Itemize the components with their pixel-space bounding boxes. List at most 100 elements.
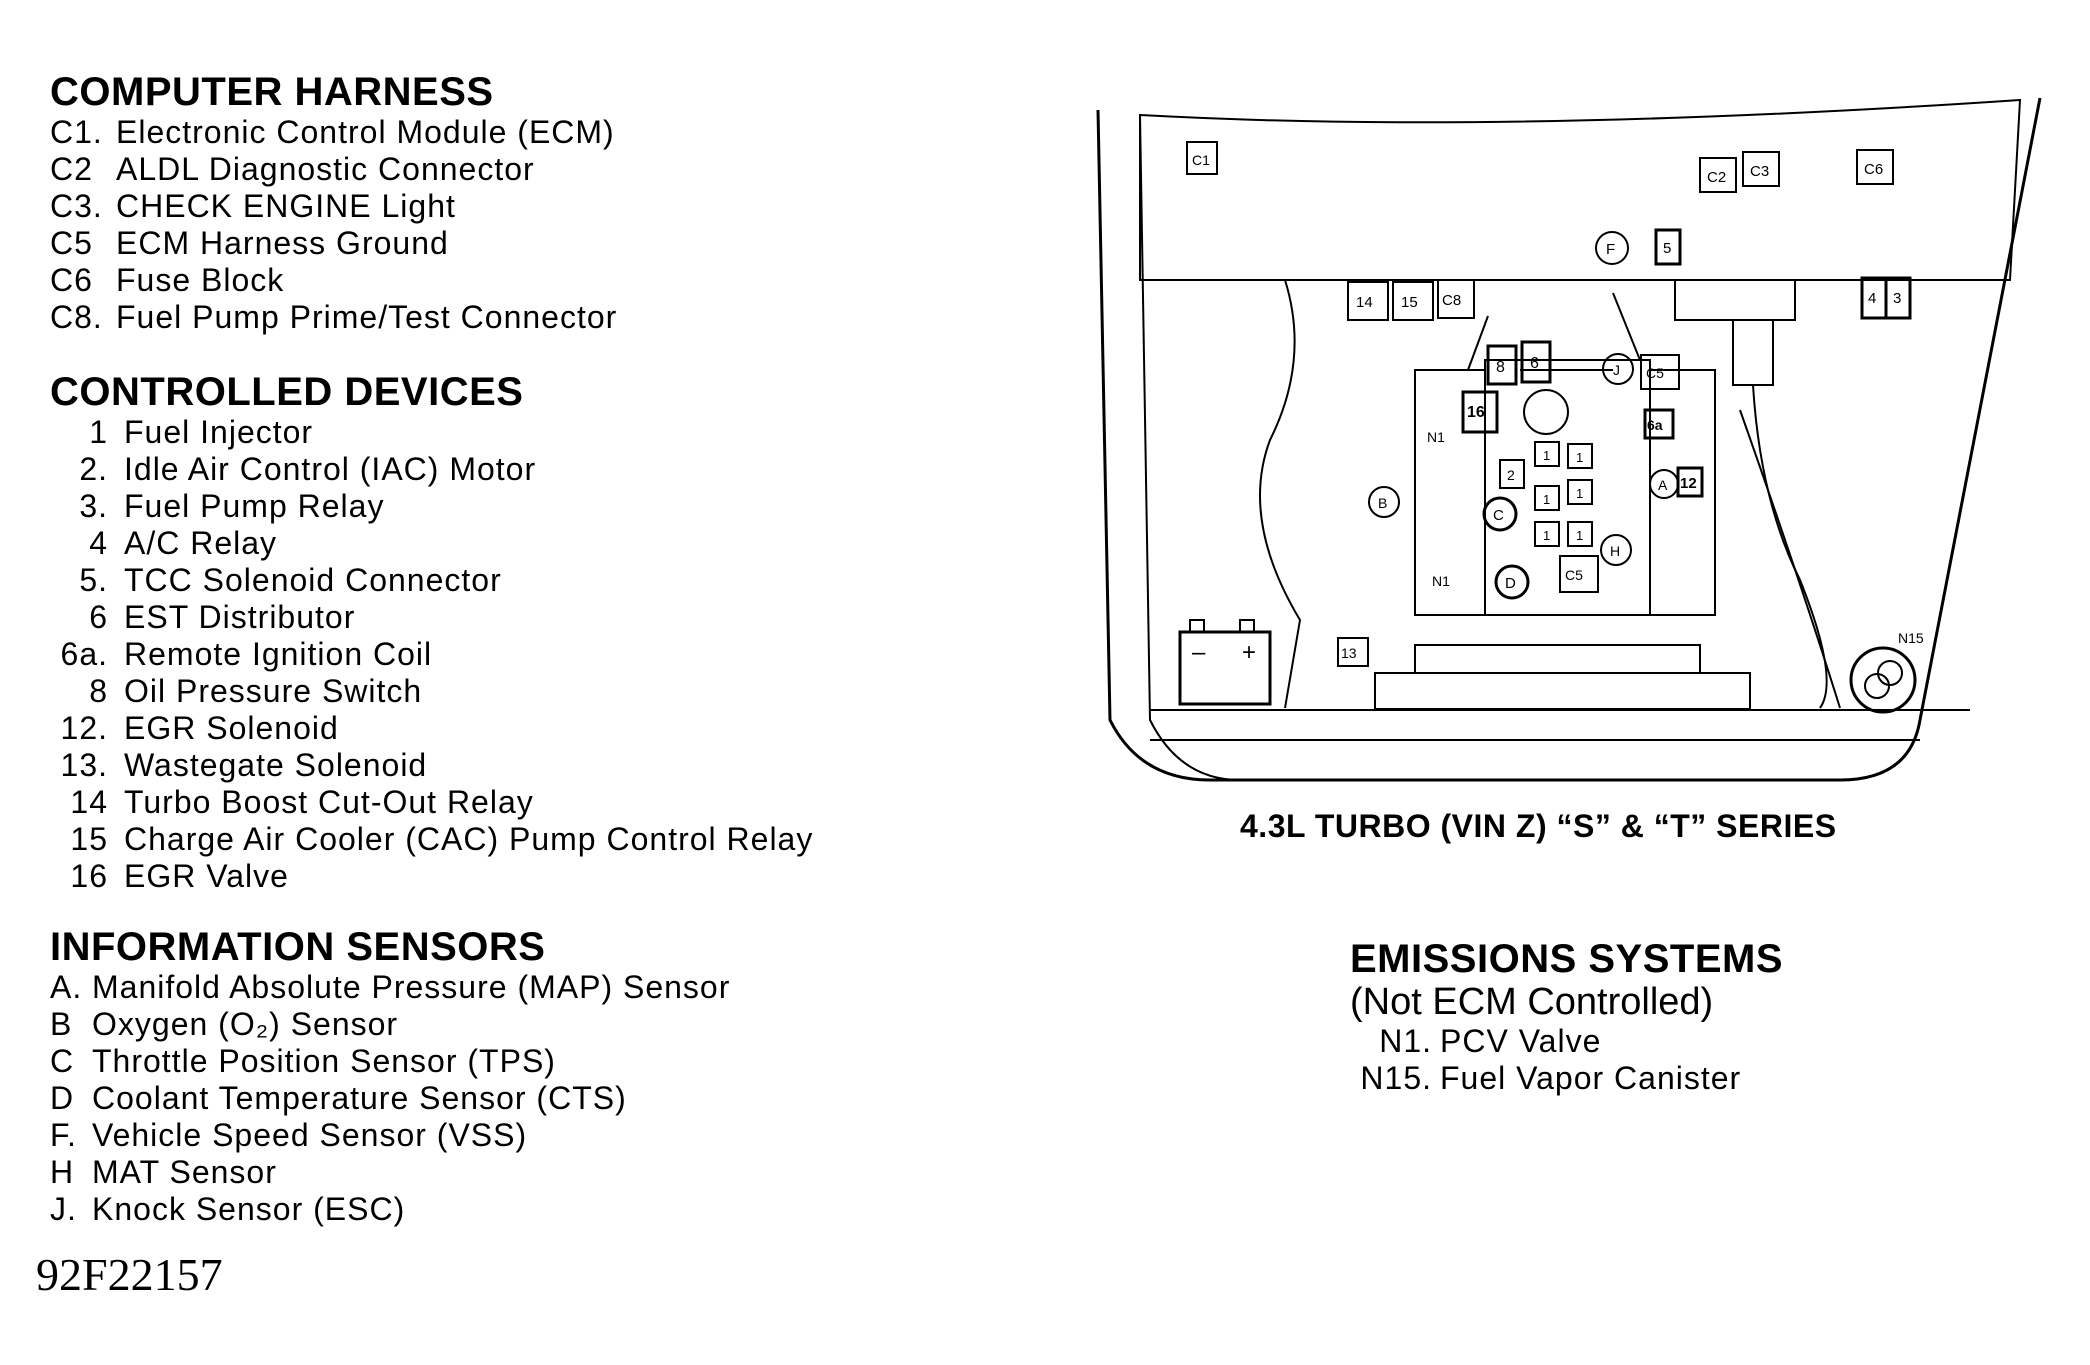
legend-label: PCV Valve — [1440, 1023, 1602, 1059]
legend-label: Electronic Control Module (ECM) — [116, 114, 615, 150]
legend-label: Oil Pressure Switch — [124, 673, 423, 709]
vapor-canister-inner — [1877, 660, 1903, 686]
legend-label: ECM Harness Ground — [116, 225, 449, 261]
legend-item: 5. TCC Solenoid Connector — [50, 562, 813, 599]
legend-item: N1.PCV Valve — [1350, 1023, 1783, 1060]
legend-code: 1 — [89, 414, 108, 450]
information-sensors-heading: INFORMATION SENSORS — [50, 925, 546, 969]
injector-label: 1 — [1543, 492, 1550, 507]
c2-box — [1699, 157, 1737, 193]
label-c5-upper: C5 — [1646, 365, 1664, 381]
label-16: 16 — [1467, 404, 1485, 421]
label-15: 15 — [1401, 294, 1418, 311]
legend-item: 6a. Remote Ignition Coil — [50, 636, 813, 673]
label-a: A — [1658, 477, 1668, 493]
box-2 — [1499, 459, 1525, 489]
distributor — [1523, 389, 1569, 435]
label-14: 14 — [1356, 294, 1373, 311]
legend-label: Turbo Boost Cut-Out Relay — [124, 784, 534, 820]
label-13: 13 — [1341, 645, 1357, 661]
box-16 — [1461, 390, 1499, 434]
injector-label: 1 — [1543, 528, 1550, 543]
label-6: 6 — [1530, 355, 1539, 372]
legend-code: 6a. — [60, 636, 108, 672]
legend-label: TCC Solenoid Connector — [124, 562, 502, 598]
legend-code: 8 — [89, 673, 108, 709]
legend-label: Fuel Vapor Canister — [1440, 1060, 1742, 1096]
emissions-subheading: (Not ECM Controlled) — [1350, 981, 1714, 1023]
wire — [1612, 292, 1641, 361]
legend-code: 5. — [79, 562, 108, 598]
label-2: 2 — [1507, 467, 1515, 483]
box-c5-lower — [1559, 555, 1599, 593]
legend-code: 13. — [60, 747, 108, 783]
n15-label: N15 — [1898, 630, 1924, 646]
c6-label: C6 — [1864, 161, 1883, 178]
radiator-bottom — [1374, 672, 1751, 710]
injector-box — [1567, 479, 1593, 505]
box-c8 — [1437, 279, 1475, 319]
legend-label: Fuel Injector — [124, 414, 314, 450]
legend-item: 13.Wastegate Solenoid — [50, 747, 813, 784]
legend-item: 1 Fuel Injector — [50, 414, 813, 451]
legend-label: ALDL Diagnostic Connector — [116, 151, 535, 187]
legend-item: C3.CHECK ENGINE Light — [50, 188, 617, 225]
label-5: 5 — [1663, 240, 1671, 257]
injector-box — [1534, 521, 1560, 547]
legend-item: 2.Idle Air Control (IAC) Motor — [50, 451, 813, 488]
c3-label: C3 — [1750, 163, 1769, 180]
legend-label: Manifold Absolute Pressure (MAP) Sensor — [92, 969, 731, 1005]
injector-label: 1 — [1543, 448, 1550, 463]
legend-label: Vehicle Speed Sensor (VSS) — [92, 1117, 528, 1153]
legend-label: Knock Sensor (ESC) — [92, 1191, 406, 1227]
legend-label: EGR Valve — [124, 858, 289, 894]
legend-label: Fuse Block — [116, 262, 285, 298]
legend-item: C8. Fuel Pump Prime/Test Connector — [50, 299, 617, 336]
box-5 — [1654, 228, 1682, 266]
legend-code: B — [50, 1006, 73, 1042]
injector-label: 1 — [1576, 450, 1583, 465]
legend-code: C1. — [50, 114, 103, 150]
legend-code: C2 — [50, 151, 93, 187]
legend-item: 12.EGR Solenoid — [50, 710, 813, 747]
legend-label: Remote Ignition Coil — [124, 636, 433, 672]
c6-box — [1856, 149, 1894, 185]
emissions-heading: EMISSIONS SYSTEMS — [1350, 937, 1784, 981]
legend-code: C6 — [50, 262, 93, 298]
legend-item: C2 ALDL Diagnostic Connector — [50, 151, 617, 188]
legend-code: 12. — [60, 710, 108, 746]
legend-code: 2. — [79, 451, 108, 487]
legend-code: D — [50, 1080, 75, 1116]
turbo-body — [1732, 319, 1774, 386]
injector-label: 1 — [1576, 528, 1583, 543]
legend-code: A. — [50, 969, 83, 1005]
legend-label: Throttle Position Sensor (TPS) — [92, 1043, 556, 1079]
inner-outline — [1139, 114, 1241, 781]
box-6 — [1520, 340, 1552, 384]
legend-code: C — [50, 1043, 75, 1079]
label-c: C — [1493, 507, 1504, 524]
figure-id: 92F22157 — [36, 1249, 223, 1300]
sensor-h — [1600, 534, 1632, 566]
legend-label: Fuel Pump Prime/Test Connector — [116, 299, 618, 335]
label-c8: C8 — [1442, 292, 1461, 309]
box-14 — [1347, 281, 1389, 321]
emissions-legend: EMISSIONS SYSTEMS (Not ECM Controlled) N… — [1350, 937, 1783, 1097]
injector-box — [1534, 441, 1560, 467]
legend-code: C8. — [50, 299, 103, 335]
box-3 — [1884, 276, 1912, 320]
n1-bottom-label: N1 — [1432, 573, 1450, 589]
c1-label: C1 — [1192, 152, 1210, 168]
c2-label: C2 — [1707, 169, 1726, 186]
sensor-f — [1595, 231, 1629, 265]
legend-item: C6 Fuse Block — [50, 262, 617, 299]
box-c5-upper — [1640, 354, 1680, 390]
sensor-d — [1494, 564, 1530, 600]
wire — [1467, 315, 1489, 371]
legend-code: C5 — [50, 225, 93, 261]
